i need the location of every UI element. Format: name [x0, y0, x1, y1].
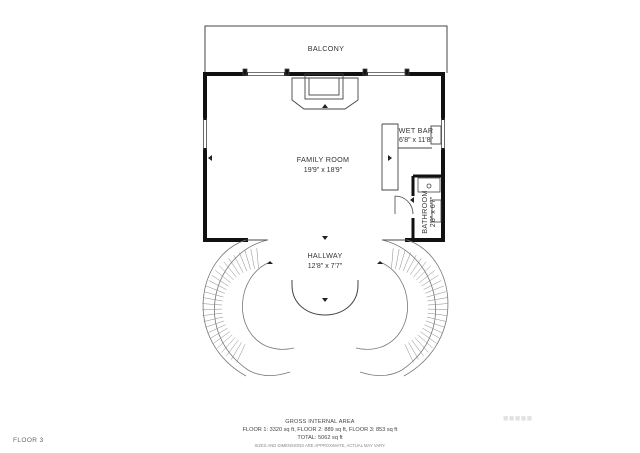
stair-tread — [207, 324, 226, 334]
stair-tread — [424, 324, 443, 334]
stair-tread — [399, 250, 406, 270]
stair-tread — [215, 270, 232, 284]
stair-tread — [221, 337, 236, 353]
stair-tread — [421, 275, 439, 287]
stair-tread — [422, 328, 440, 339]
stair-tread — [406, 254, 417, 273]
footer-total: TOTAL: 5062 sq ft — [297, 435, 343, 441]
stair-tread — [256, 248, 259, 269]
stair-tread — [206, 285, 225, 294]
stair-tread — [416, 265, 431, 281]
stair-tread — [427, 312, 448, 316]
stair-tread — [226, 339, 239, 357]
footer-disclaimer: SIZES AND DIMENSIONS ARE APPROXIMATE, AC… — [254, 443, 386, 448]
stair-tread — [244, 250, 251, 270]
direction-arrows — [208, 104, 414, 302]
stair-tread — [402, 252, 412, 272]
stair-tread — [202, 312, 223, 316]
bathroom-label: BATHROOM — [420, 190, 429, 233]
stair-tread — [231, 342, 242, 360]
wet-bar-counter — [381, 123, 442, 191]
staircase-left — [202, 239, 295, 377]
stair-tread — [202, 303, 223, 306]
wet-bar-label: WET BAR — [399, 126, 434, 135]
family-room-label: FAMILY ROOM — [297, 155, 350, 164]
stair-tread — [426, 316, 447, 322]
floor-label: FLOOR 3 — [13, 437, 44, 444]
stair-tread — [404, 344, 414, 363]
stair-tread — [411, 339, 424, 357]
stair-tread — [420, 331, 437, 344]
staircase-right — [355, 239, 449, 377]
stair-tread — [414, 337, 429, 353]
balcony-label: BALCONY — [308, 44, 344, 53]
stair-tread — [413, 261, 427, 278]
stair-tread — [202, 308, 223, 310]
window-openings — [203, 68, 445, 150]
stair-tread — [417, 334, 433, 349]
interior-walls — [411, 174, 443, 240]
footer-heading: GROSS INTERNAL AREA — [285, 419, 355, 425]
bathroom-dims: 2'8" x 6'7" — [430, 196, 437, 227]
stair-tread — [426, 291, 446, 298]
stair-tread — [211, 275, 229, 287]
stair-tread — [204, 291, 224, 298]
stair-treads-right — [391, 248, 448, 363]
stair-tread — [210, 328, 228, 339]
stair-tread — [410, 258, 422, 275]
footer-floors: FLOOR 1: 3320 sq ft, FLOOR 2: 889 sq ft,… — [242, 427, 398, 433]
wet-bar-dims: 6'8" x 11'8" — [399, 137, 433, 144]
stair-tread — [208, 280, 227, 290]
stair-tread — [223, 261, 237, 278]
stair-tread — [427, 303, 448, 306]
stair-tread — [205, 320, 225, 328]
stair-tread — [425, 285, 444, 294]
stair-tread — [202, 297, 223, 302]
stair-tread — [391, 248, 394, 269]
stair-tread — [236, 344, 246, 363]
stair-tread — [427, 297, 448, 302]
fireplace — [291, 73, 359, 110]
stair-tread — [395, 249, 400, 269]
stair-tread — [238, 252, 248, 272]
stair-tread — [250, 249, 255, 269]
stair-tread — [217, 334, 233, 349]
stair-tread — [219, 265, 234, 281]
stair-tread — [228, 258, 240, 275]
stair-tread — [203, 316, 224, 322]
stair-tread — [425, 320, 445, 328]
hallway-dims: 12'8" x 7'7" — [308, 263, 343, 270]
stair-tread — [427, 308, 448, 310]
hallway-label: HALLWAY — [307, 251, 342, 260]
stair-tread — [213, 331, 230, 344]
bathroom-fixtures — [394, 177, 442, 223]
stair-tread — [418, 270, 435, 284]
stair-tread — [423, 280, 442, 290]
stair-treads-left — [202, 248, 259, 363]
family-room-dims: 19'9" x 18'9" — [304, 167, 343, 174]
stair-tread — [233, 254, 244, 273]
balcony-outline — [204, 25, 448, 73]
stair-tread — [408, 342, 419, 360]
watermark-logo: ■■■■■ — [503, 413, 533, 423]
hallway-curve — [246, 239, 407, 316]
